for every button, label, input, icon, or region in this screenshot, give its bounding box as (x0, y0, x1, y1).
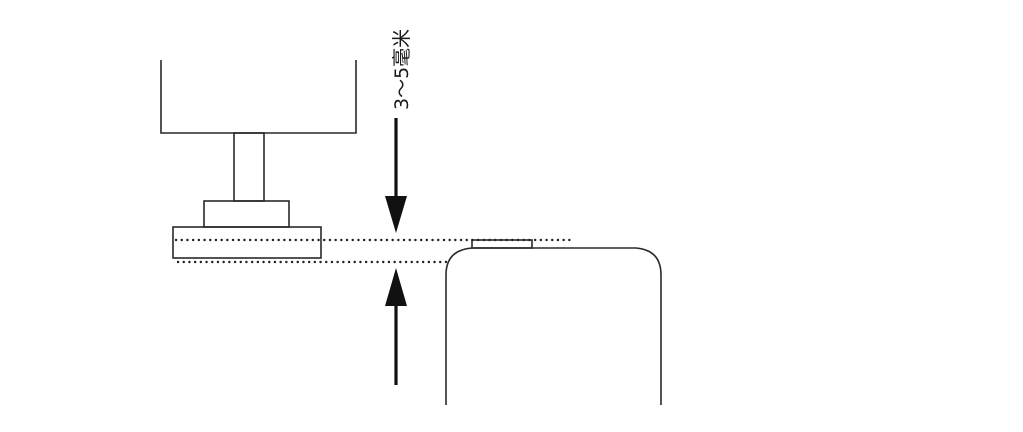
press-collar (203, 200, 290, 228)
gap-dimension-label: 3～5毫米 (391, 29, 413, 110)
up-arrow-head (385, 268, 407, 306)
down-arrow-head (385, 196, 407, 233)
press-plate (172, 226, 322, 259)
workpiece-top-seal (471, 239, 533, 249)
press-upper-housing (160, 60, 357, 134)
workpiece-body (445, 247, 662, 405)
press-shaft (233, 132, 265, 202)
